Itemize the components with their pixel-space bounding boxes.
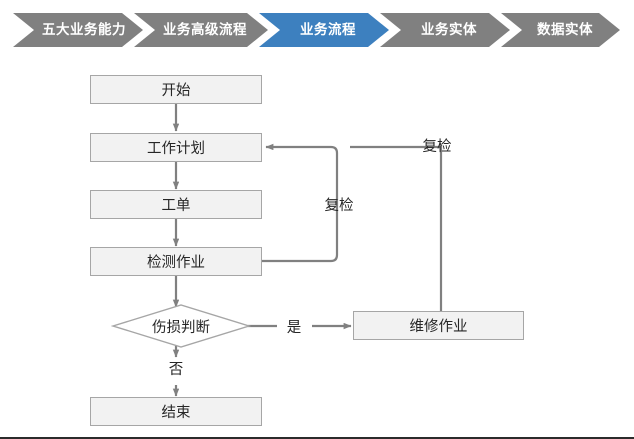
breadcrumb-shape-4[interactable]	[501, 13, 620, 47]
node-inspection[interactable]: 检测作业	[90, 247, 262, 276]
breadcrumb-shape-2[interactable]	[259, 13, 389, 47]
node-work-plan-label: 工作计划	[147, 141, 205, 157]
node-end-label: 结束	[161, 405, 191, 421]
node-inspection-label: 检测作业	[147, 255, 205, 271]
breadcrumb-shapes	[13, 13, 620, 47]
edge-label-yes: 是	[286, 320, 302, 336]
edge-label-no: 否	[168, 362, 184, 378]
connector-recheck-outer	[350, 145, 443, 311]
breadcrumb-shape-1[interactable]	[134, 13, 268, 47]
node-work-order-label: 工单	[161, 198, 191, 214]
node-work-plan[interactable]: 工作计划	[90, 133, 262, 162]
node-start[interactable]: 开始	[90, 75, 262, 104]
node-start-label: 开始	[161, 83, 191, 99]
node-work-order[interactable]: 工单	[90, 190, 262, 219]
breadcrumb-shape-0[interactable]	[13, 13, 143, 47]
node-damage-decision-label: 伤损判断	[152, 320, 210, 336]
node-repair-label: 维修作业	[409, 319, 468, 335]
breadcrumb-shape-3[interactable]	[380, 13, 510, 47]
node-end[interactable]: 结束	[90, 397, 262, 426]
edge-label-recheck-outer: 复检	[422, 139, 452, 155]
edge-label-recheck-inner: 复检	[324, 198, 354, 214]
node-repair[interactable]: 维修作业	[353, 311, 524, 340]
node-damage-decision[interactable]	[111, 303, 251, 349]
